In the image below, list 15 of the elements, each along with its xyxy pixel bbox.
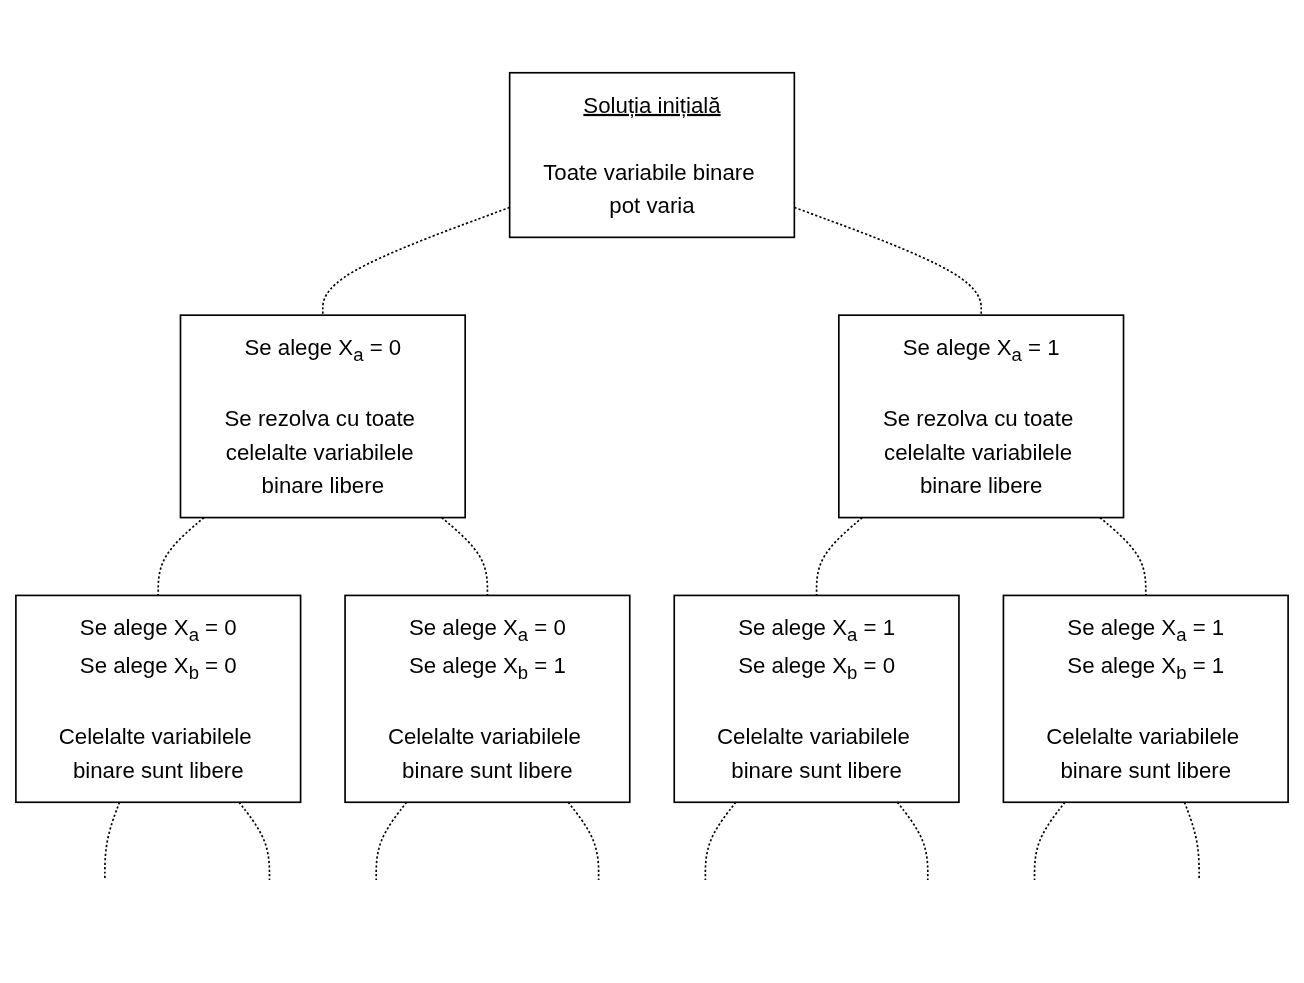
connector [375, 800, 408, 881]
connector [567, 800, 600, 881]
node-box: Se alege X$_{a}$ = 0 Se rezolva cu toate celelalte variabilele binare libere [179, 313, 466, 518]
connector [1033, 800, 1066, 881]
node-box: Se alege X$_{a}$ = 1 Se alege X$_{b}$ = 0 Celelalte variabilele binare sunt libere [673, 594, 960, 803]
connector [704, 800, 737, 881]
connector [1183, 800, 1200, 881]
connector [238, 800, 271, 881]
connector [896, 800, 929, 881]
node-box: Se alege X$_{a}$ = 1 Se rezolva cu toate celelalte variabilele binare libere [838, 313, 1125, 518]
connector [104, 800, 121, 881]
node-box: Soluția inițială Toate variabile binare pot varia [508, 71, 796, 238]
node-box: Se alege X$_{a}$ = 0 Se alege X$_{b}$ = 1 Celelalte variabilele binare sunt libere [344, 594, 631, 803]
node-box: Se alege X$_{a}$ = 1 Se alege X$_{b}$ = 1 Celelalte variabilele binare sunt libere [1002, 594, 1289, 803]
node-box: Se alege X$_{a}$ = 0 Se alege X$_{b}$ = 0 Celelalte variabilele binare sunt libere [15, 594, 302, 803]
